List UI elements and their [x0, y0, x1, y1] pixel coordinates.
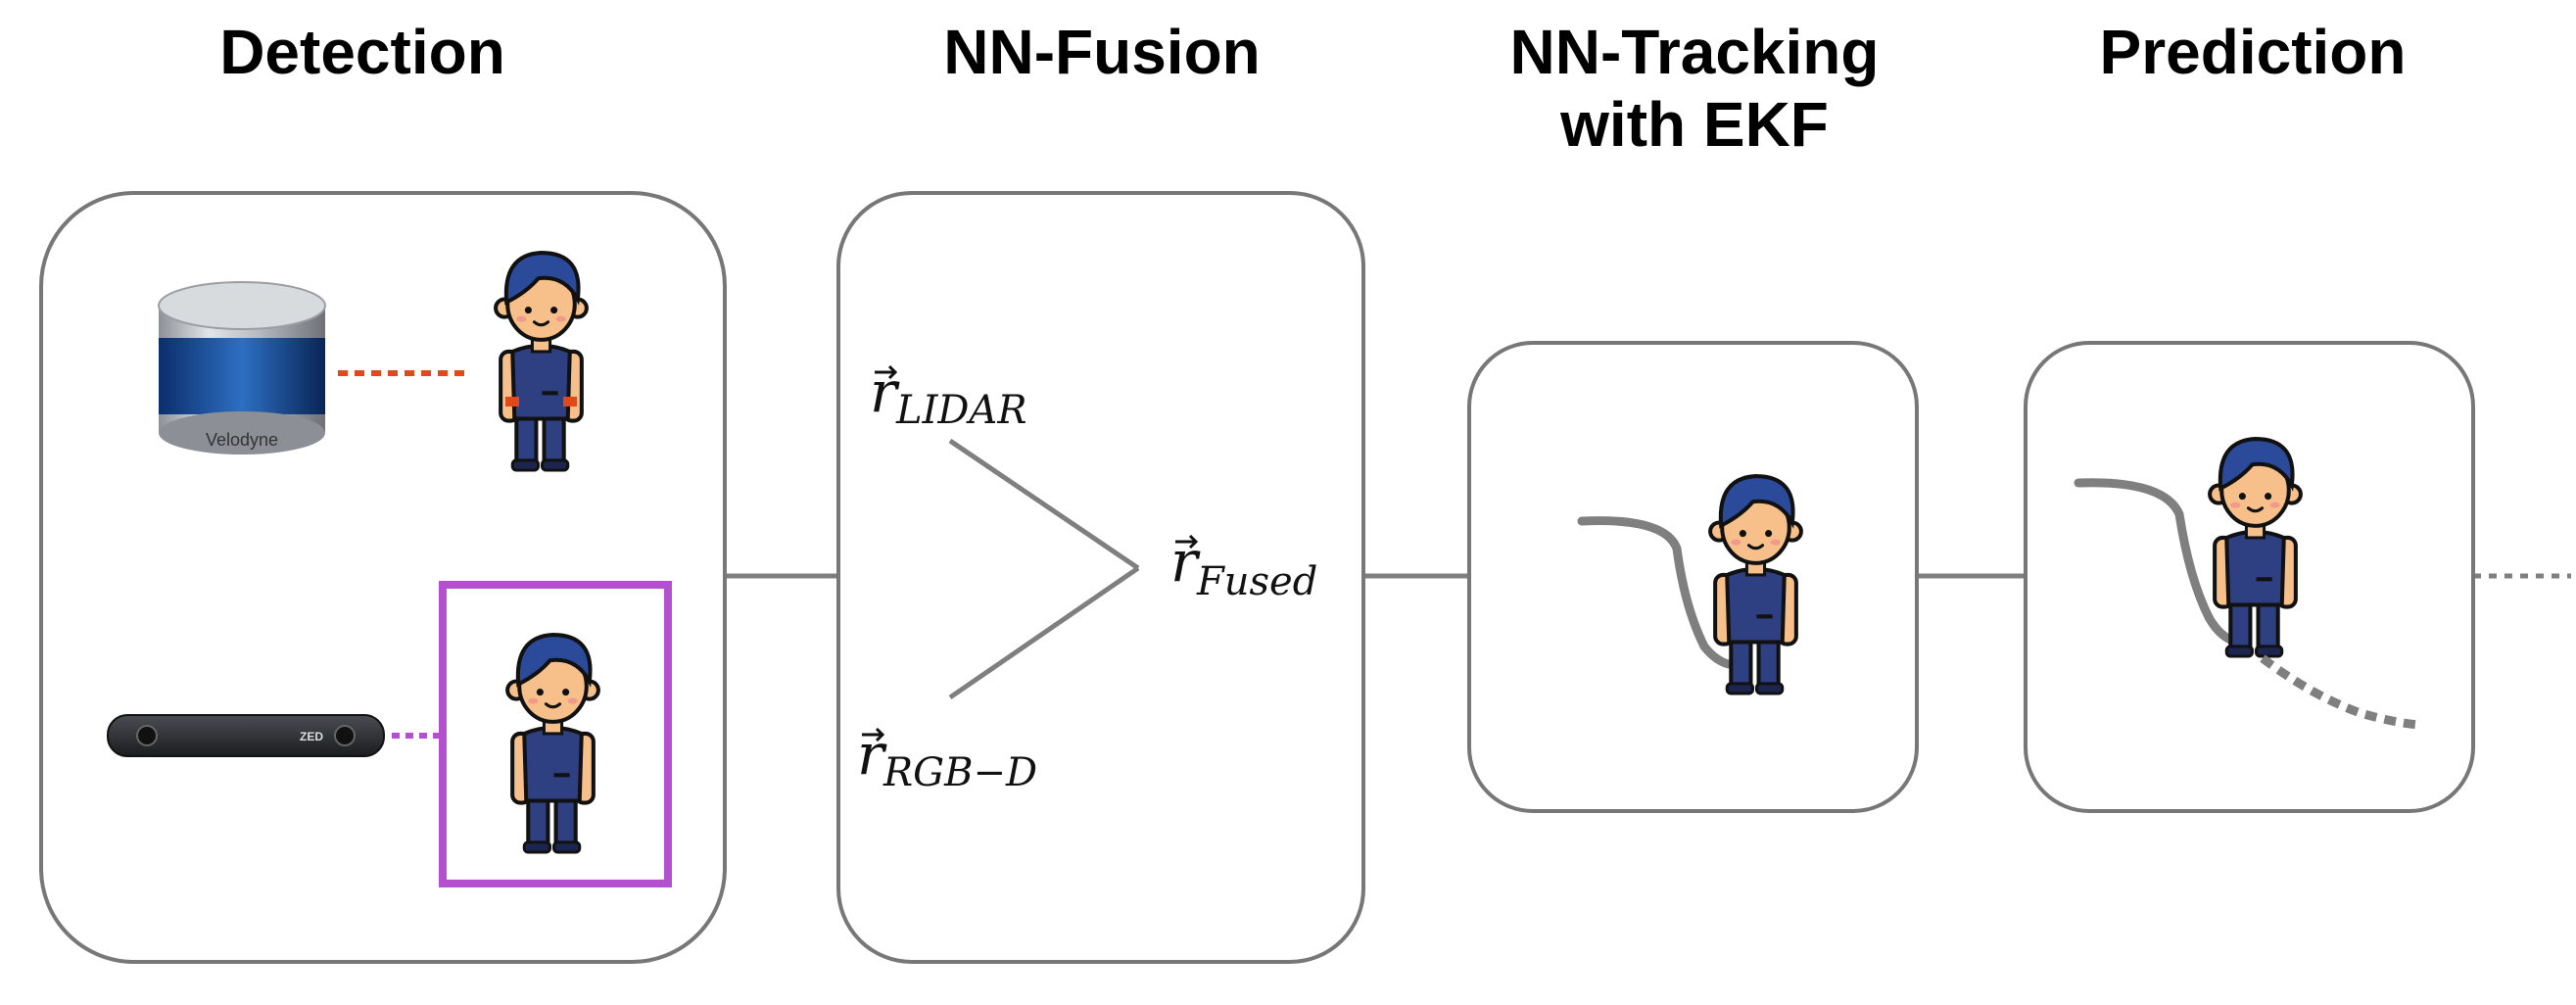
tracking-title-line2: with EKF [1560, 89, 1829, 160]
lidar-brand-label: Velodyne [206, 430, 278, 450]
lidar-hit-marker-right [563, 397, 577, 407]
camera-brand-label: ZED [300, 730, 323, 743]
stereo-camera-icon: ZED [107, 714, 385, 757]
camera-bounding-box [439, 581, 672, 887]
svg-text:r: r [1170, 528, 1201, 595]
detection-title: Detection [219, 17, 505, 87]
detection-panel [39, 191, 727, 964]
r-rgbd-label: r RGB−D [857, 721, 1037, 795]
svg-text:r: r [870, 359, 900, 425]
predicted-trajectory [2260, 654, 2420, 730]
svg-text:RGB−D: RGB−D [883, 750, 1037, 795]
prediction-title: Prediction [2099, 17, 2407, 87]
fusion-title: NN-Fusion [943, 17, 1261, 87]
svg-text:r: r [857, 721, 887, 788]
r-lidar-label: r LIDAR [870, 359, 1026, 433]
tracking-title-line1: NN-Tracking [1509, 17, 1880, 87]
svg-text:LIDAR: LIDAR [895, 388, 1026, 433]
past-trajectory [2074, 478, 2240, 646]
r-fused-label: r Fused [1170, 528, 1317, 604]
fusion-panel [836, 191, 1365, 964]
tracking-panel [1467, 341, 1919, 813]
lidar-hit-marker-left [505, 397, 519, 407]
svg-text:Fused: Fused [1196, 559, 1317, 604]
tracked-trajectory [1577, 516, 1734, 669]
lidar-sensor-icon: Velodyne [158, 281, 326, 455]
fusion-merge-lines [948, 438, 1140, 700]
